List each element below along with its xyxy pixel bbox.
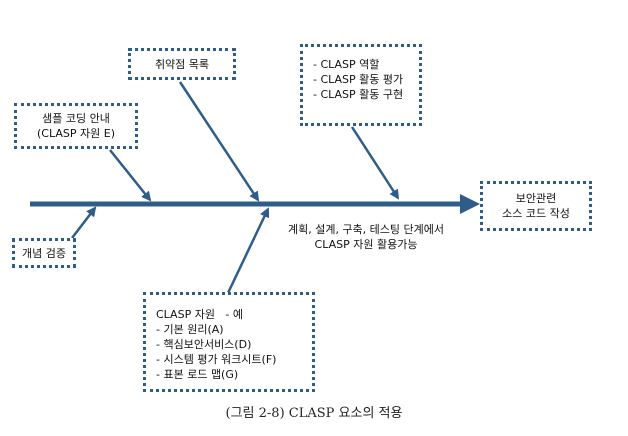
vulnerability-list-box: 취약점 목록 bbox=[128, 48, 236, 80]
concept-verification-label: 개념 검증 bbox=[22, 246, 66, 260]
clasp-resources-item: - 핵심보안서비스(D) bbox=[156, 338, 252, 351]
branch-sample-coding-arrow bbox=[109, 149, 152, 202]
clasp-resources-item: - 표본 로드 맵(G) bbox=[156, 368, 239, 381]
main-spine-arrowhead bbox=[460, 194, 480, 214]
spine-label-line: CLASP 자원 활용가능 bbox=[314, 238, 418, 251]
security-source-code-box: 보안관련 소스 코드 작성 bbox=[480, 181, 592, 231]
clasp-roles-line: - CLASP 활동 평가 bbox=[313, 73, 404, 86]
security-source-code-line: 소스 코드 작성 bbox=[502, 207, 570, 220]
branch-vulnerability-arrow bbox=[178, 81, 260, 202]
sample-coding-line: 샘플 코딩 안내 bbox=[42, 112, 110, 125]
branch-clasp-resources-arrow bbox=[226, 207, 270, 294]
clasp-roles-line: - CLASP 역할 bbox=[313, 58, 380, 71]
sample-coding-box: 샘플 코딩 안내 (CLASP 자원 E) bbox=[14, 103, 138, 149]
sample-coding-line: (CLASP 자원 E) bbox=[37, 127, 115, 140]
security-source-code-line: 보안관련 bbox=[515, 192, 557, 205]
branch-clasp-roles-arrow bbox=[350, 126, 400, 200]
clasp-roles-line: - CLASP 활동 구현 bbox=[313, 88, 404, 101]
clasp-roles-box: - CLASP 역할 - CLASP 활동 평가 - CLASP 활동 구현 bbox=[300, 44, 422, 126]
figure-caption: (그림 2-8) CLASP 요소의 적용 bbox=[225, 406, 403, 421]
concept-verification-box: 개념 검증 bbox=[12, 238, 76, 268]
spine-label-line: 계획, 설계, 구축, 테스팅 단계에서 bbox=[287, 223, 445, 236]
clasp-resources-title: CLASP 자원 - 예 bbox=[156, 308, 244, 321]
spine-label: 계획, 설계, 구축, 테스팅 단계에서 CLASP 자원 활용가능 bbox=[268, 222, 464, 252]
vulnerability-list-label: 취약점 목록 bbox=[154, 57, 210, 71]
clasp-resources-item: - 기본 원리(A) bbox=[156, 323, 224, 336]
clasp-resources-item: - 시스템 평가 워크시트(F) bbox=[156, 353, 277, 366]
clasp-resources-box: CLASP 자원 - 예 - 기본 원리(A) - 핵심보안서비스(D) - 시… bbox=[143, 292, 315, 392]
branch-concept-verification-arrow bbox=[71, 206, 97, 239]
